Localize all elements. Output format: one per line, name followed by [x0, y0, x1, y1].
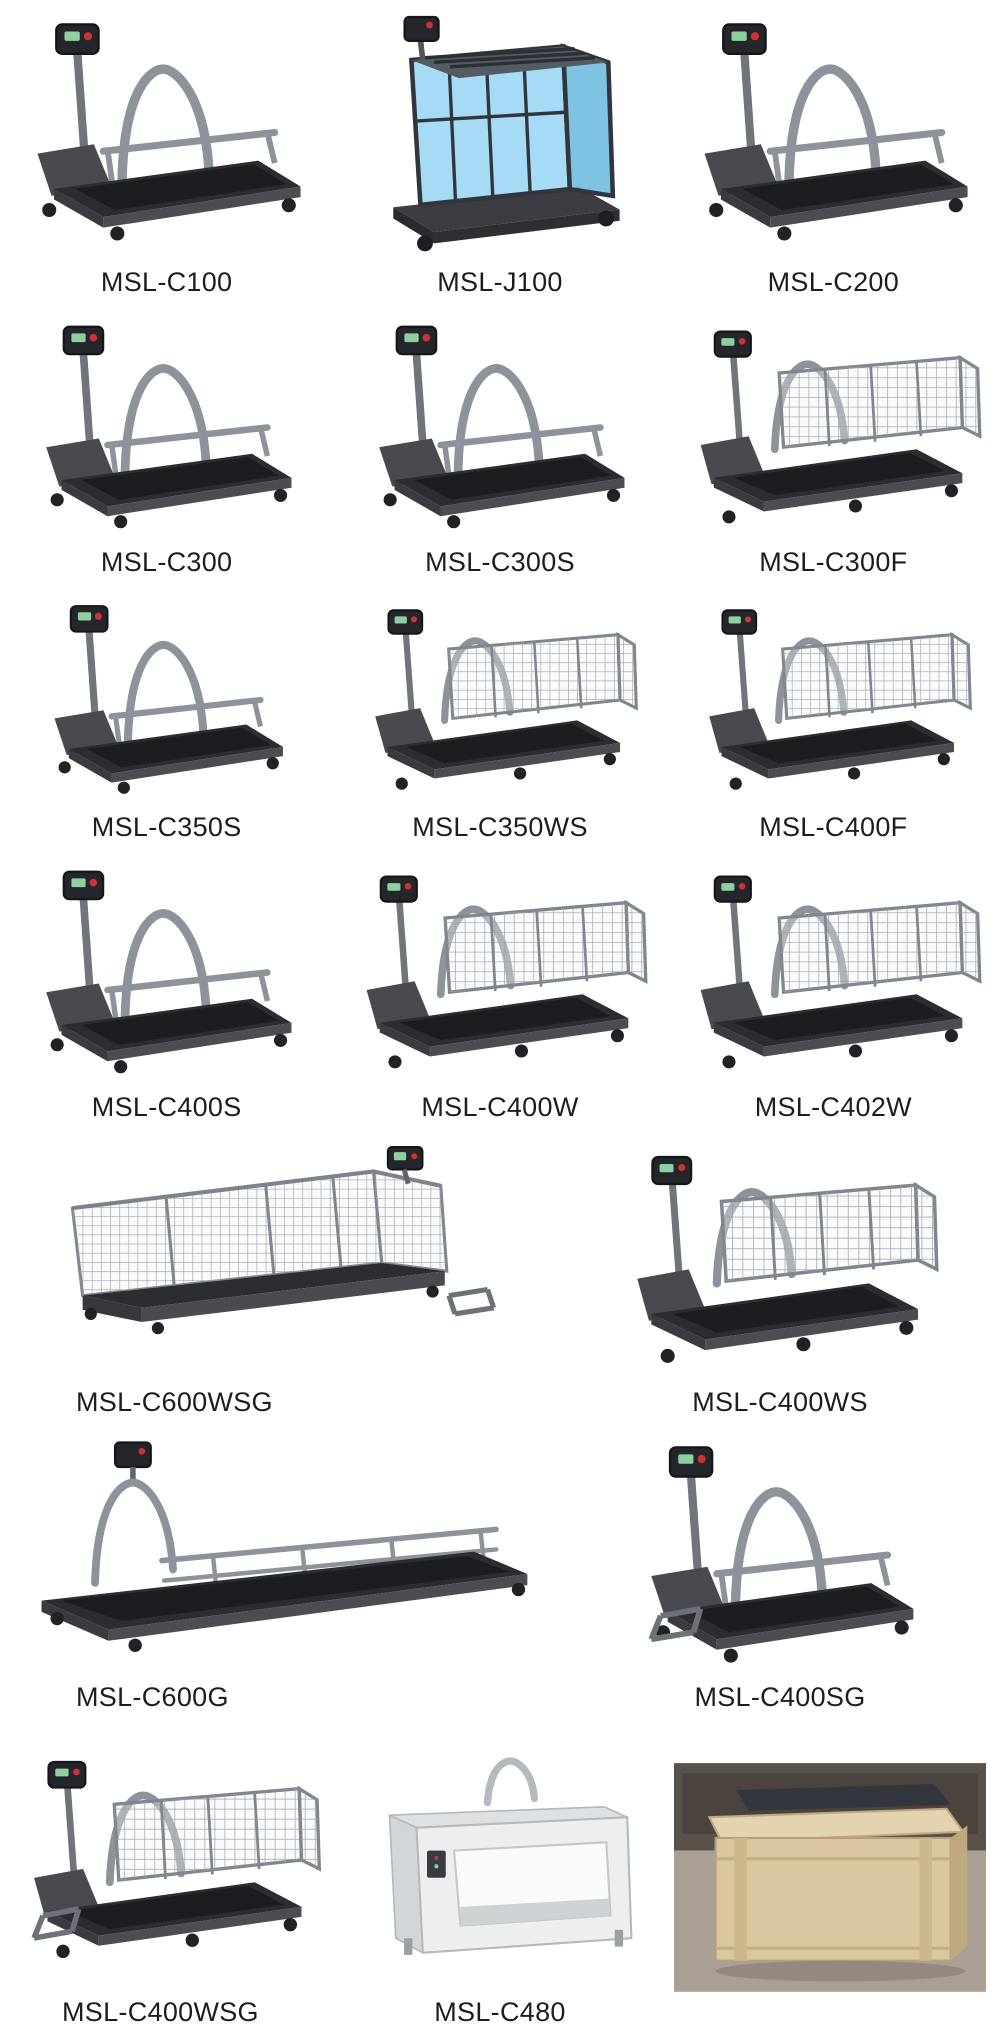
product-image-msl-c600g: [4, 1434, 556, 1676]
product-model-label: MSL-C200: [767, 267, 900, 297]
product-image-msl-c350ws: [337, 594, 662, 806]
catalog-row-1: MSL-C100 MSL-J100 MSL-C200: [0, 0, 1000, 310]
product-model-label: MSL-C350WS: [412, 812, 588, 842]
catalog-row-4: MSL-C400S MSL-C400W MSL-C402W: [0, 855, 1000, 1135]
product-model-label: MSL-C480: [434, 1997, 566, 2027]
product-card-msl-c400sg: MSL-C400SG: [560, 1430, 1000, 1725]
pet-treadmill-basic-illustration: [681, 8, 986, 257]
product-image-msl-c350s: [4, 594, 329, 806]
product-image-msl-c400s: [4, 859, 329, 1086]
product-model-label: MSL-J100: [437, 267, 563, 297]
product-card-msl-c350ws: MSL-C350WS: [333, 590, 666, 855]
product-model-label: MSL-C300S: [425, 547, 575, 577]
product-card-msl-c300: MSL-C300: [0, 310, 333, 590]
product-model-label: MSL-C300: [100, 547, 233, 577]
product-image-msl-c300: [4, 314, 329, 541]
pet-treadmill-with-step-illustration: [574, 1438, 986, 1672]
pet-treadmill-mesh-illustration: [681, 863, 986, 1082]
product-card-msl-c300s: MSL-C300S: [333, 310, 666, 590]
blue-cage-treadmill-illustration: [347, 8, 652, 257]
product-card-msl-c600wsg: MSL-C600WSG: [0, 1135, 560, 1430]
product-image-msl-c402w: [671, 859, 996, 1086]
product-image-msl-c400wsg: [4, 1729, 336, 1991]
product-image-msl-c400sg: [564, 1434, 996, 1676]
pet-treadmill-mesh-illustration: [681, 598, 986, 802]
product-image-msl-c300s: [337, 314, 662, 541]
step-ladder-detail: [31, 1906, 82, 1941]
product-model-label: MSL-C400S: [91, 1092, 242, 1122]
step-ladder-detail: [648, 1605, 704, 1643]
pet-treadmill-mesh-illustration: [681, 318, 986, 537]
pet-treadmill-basic-illustration: [14, 863, 319, 1082]
product-image-msl-j100: [337, 4, 662, 261]
pet-treadmill-basic-illustration: [14, 8, 319, 257]
product-image-msl-c300f: [671, 314, 996, 541]
product-model-label: MSL-C400F: [759, 812, 908, 842]
product-model-label: MSL-C600G: [76, 1682, 229, 1712]
product-model-label: MSL-C100: [100, 267, 233, 297]
product-image-msl-c600wsg: [4, 1139, 556, 1381]
catalog-row-3: MSL-C350S MSL-C350WS MSL-C400F: [0, 590, 1000, 855]
product-card-packing-crate: [660, 1725, 1000, 2040]
product-card-msl-c100: MSL-C100: [0, 0, 333, 310]
wooden-packing-crate-photo: [674, 1733, 986, 2022]
product-image-msl-c400w: [337, 859, 662, 1086]
pet-treadmill-mesh-illustration: [347, 863, 652, 1082]
product-card-msl-c400s: MSL-C400S: [0, 855, 333, 1135]
product-card-msl-c402w: MSL-C402W: [667, 855, 1000, 1135]
product-card-msl-c400wsg: MSL-C400WSG: [0, 1725, 340, 2040]
product-card-msl-j100: MSL-J100: [333, 0, 666, 310]
product-photo-packing-crate: [664, 1729, 996, 2026]
catalog-row-6: MSL-C600G MSL-C400SG: [0, 1430, 1000, 1725]
stainless-steel-treadmill-illustration: [354, 1733, 646, 1987]
product-card-msl-c600g: MSL-C600G: [0, 1430, 560, 1725]
product-card-msl-c400w: MSL-C400W: [333, 855, 666, 1135]
product-card-msl-c200: MSL-C200: [667, 0, 1000, 310]
pet-treadmill-mesh-illustration: [347, 598, 652, 802]
pet-treadmill-basic-illustration: [14, 598, 319, 802]
catalog-row-7: MSL-C400WSG MSL-C480: [0, 1725, 1000, 2040]
pet-treadmill-mesh-long-illustration: [14, 1143, 546, 1377]
product-model-label: MSL-C350S: [91, 812, 242, 842]
product-image-msl-c200: [671, 4, 996, 261]
product-model-label: MSL-C402W: [754, 1092, 912, 1122]
pet-treadmill-long-open-illustration: [14, 1438, 546, 1672]
product-model-label: MSL-C600WSG: [76, 1387, 273, 1417]
product-card-msl-c300f: MSL-C300F: [667, 310, 1000, 590]
product-model-label: MSL-C400WSG: [62, 1997, 259, 2027]
product-model-label: MSL-C400WS: [692, 1387, 868, 1417]
pet-treadmill-mesh-illustration: [574, 1143, 986, 1377]
pet-treadmill-mesh-with-step-illustration: [14, 1733, 326, 1987]
catalog-row-2: MSL-C300 MSL-C300S MSL-C300F: [0, 310, 1000, 590]
catalog-row-5: MSL-C600WSG MSL-C400WS: [0, 1135, 1000, 1430]
product-model-label: MSL-C400SG: [694, 1682, 866, 1712]
product-card-msl-c400f: MSL-C400F: [667, 590, 1000, 855]
product-image-msl-c100: [4, 4, 329, 261]
product-card-msl-c350s: MSL-C350S: [0, 590, 333, 855]
product-card-msl-c400ws: MSL-C400WS: [560, 1135, 1000, 1430]
pet-treadmill-basic-illustration: [14, 318, 319, 537]
pet-treadmill-basic-illustration: [347, 318, 652, 537]
product-image-msl-c480: [344, 1729, 656, 1991]
product-card-msl-c480: MSL-C480: [340, 1725, 660, 2040]
product-model-label: MSL-C300F: [759, 547, 908, 577]
product-model-label: MSL-C400W: [421, 1092, 579, 1122]
product-image-msl-c400f: [671, 594, 996, 806]
product-image-msl-c400ws: [564, 1139, 996, 1381]
